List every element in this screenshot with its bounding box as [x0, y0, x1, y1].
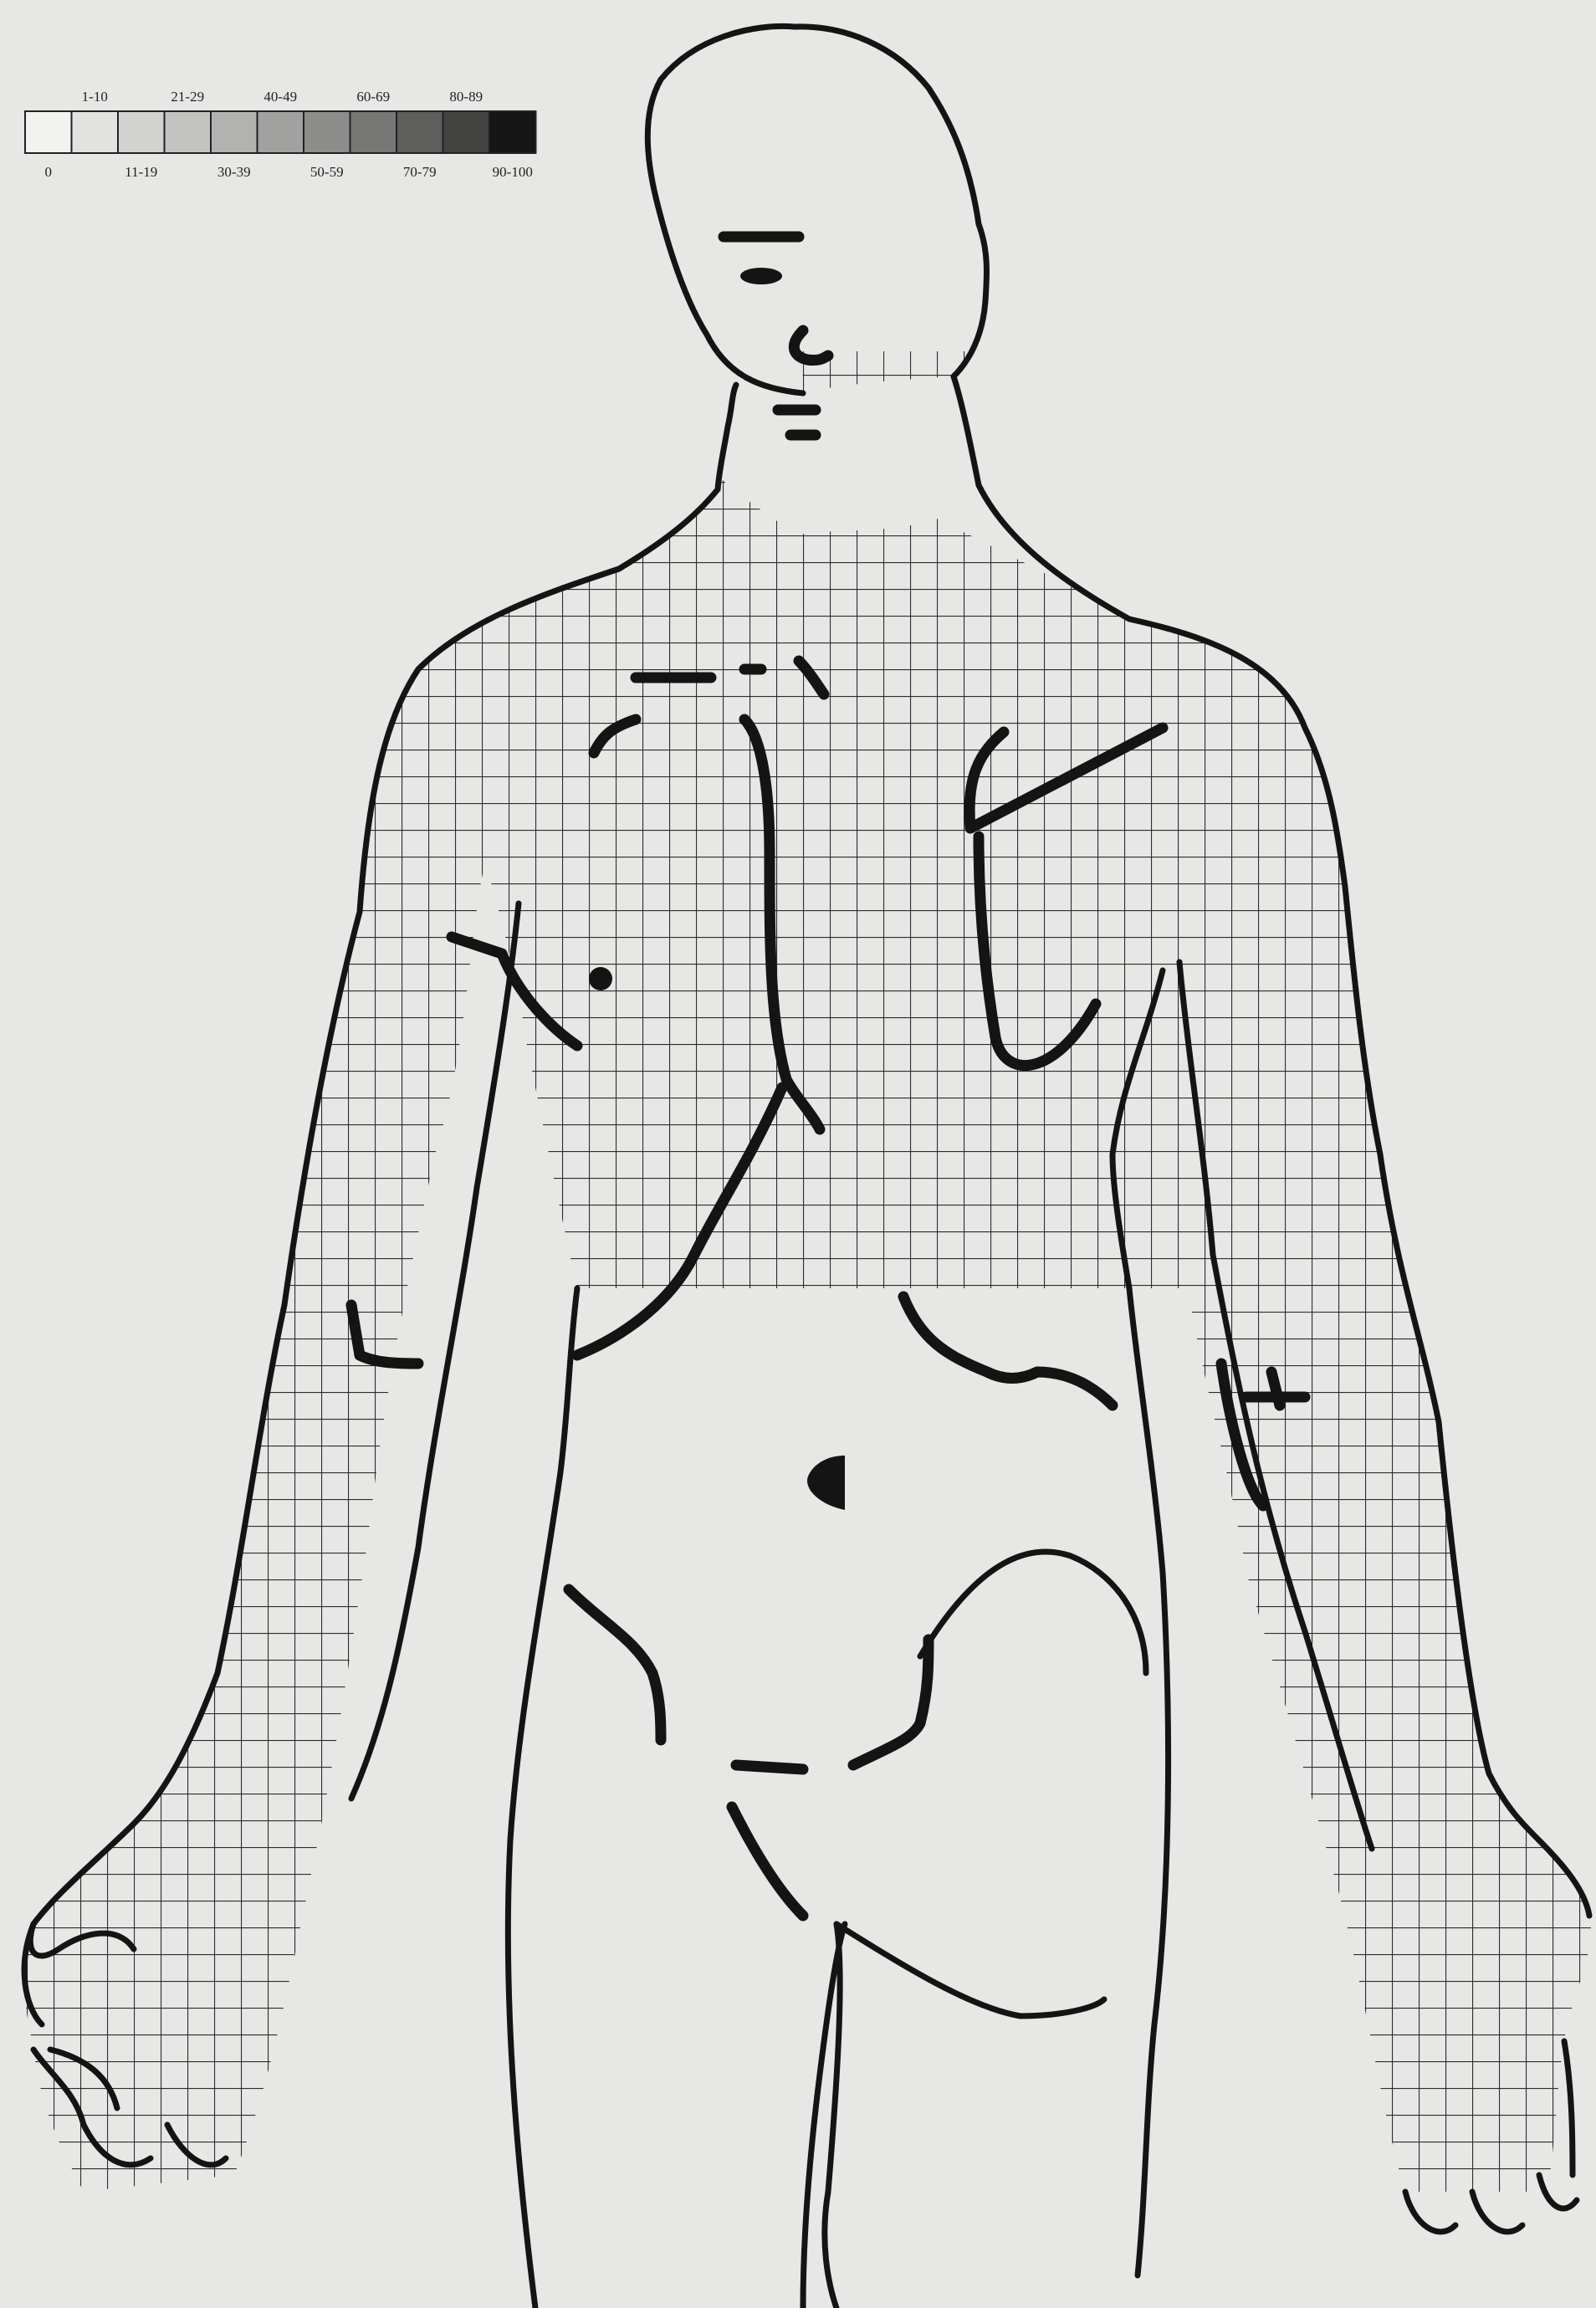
legend-bottom-label: 70-79: [403, 164, 437, 180]
abdomen-scar-left: [569, 1589, 661, 1740]
legend-swatch: [211, 111, 258, 153]
left-torso-side: [508, 1288, 577, 2308]
legend-bottom-label: 90-100: [493, 164, 533, 180]
navel-mark: [807, 1456, 845, 1510]
legend-swatch: [25, 111, 72, 153]
eye-mark: [740, 268, 782, 284]
nipple-mark: [589, 967, 612, 990]
abdomen-scar-lower: [732, 1807, 803, 1916]
legend-bottom-label: 30-39: [217, 164, 251, 180]
legend-top-label: 21-29: [171, 89, 204, 105]
legend-swatch: [489, 111, 536, 153]
legend-swatch: [118, 111, 165, 153]
neck-outline: [718, 376, 979, 489]
torso-arm-grid: [0, 468, 1596, 2225]
legend-bottom-label: 50-59: [310, 164, 344, 180]
abdomen-crease: [903, 1297, 1113, 1405]
legend-swatch: [350, 111, 397, 153]
shade-legend: 1-10 21-29 40-49 60-69 80-89 0 11-19 30-39 50-59…: [25, 89, 536, 180]
legend-swatch: [165, 111, 212, 153]
legend-top-label: 80-89: [449, 89, 483, 105]
head-outline: [647, 26, 986, 393]
legend-swatch: [304, 111, 350, 153]
legend-top-label: 1-10: [82, 89, 108, 105]
mouth-mark: [778, 410, 816, 435]
legend-swatch: [443, 111, 490, 153]
legend-swatch: [72, 111, 119, 153]
legend-swatch: [396, 111, 443, 153]
abdomen-scar-center: [736, 1640, 928, 1769]
thigh-flap-outline: [836, 1552, 1146, 2016]
legend-top-label: 40-49: [263, 89, 297, 105]
nose-mark: [794, 330, 828, 361]
legend-top-label: 60-69: [356, 89, 390, 105]
legend-bottom-label: 0: [45, 164, 53, 180]
legend-swatch: [258, 111, 304, 153]
legend-bottom-label: 11-19: [125, 164, 157, 180]
